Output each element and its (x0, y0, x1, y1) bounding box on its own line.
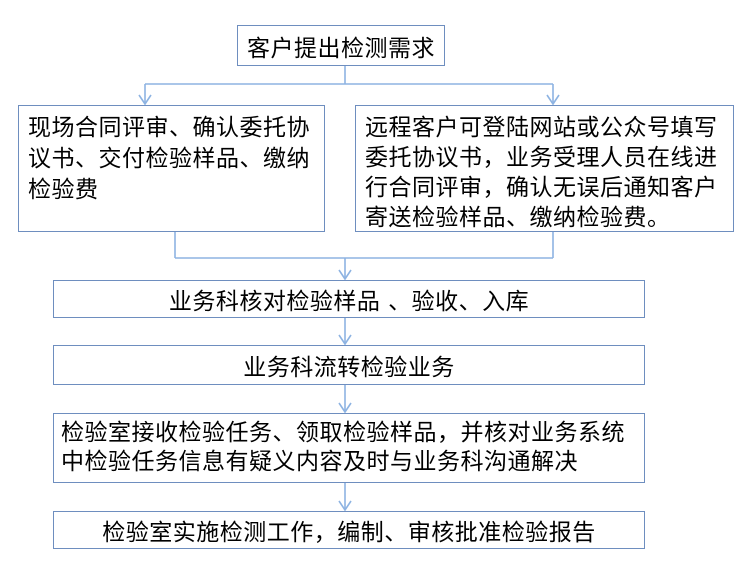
arrow-to-onsite (138, 84, 152, 106)
node-onsite-review-line: 现场合同评审、确认委托协 (28, 115, 310, 141)
node-lab-receive-task-line: 中检验任务信息有疑义内容及时与业务科沟通解决 (61, 449, 578, 475)
node-remote-review-line: 委托协议书，业务受理人员在线进 (365, 145, 718, 171)
arrow-to-verify (338, 258, 352, 281)
node-onsite-review-line: 检验费 (28, 177, 99, 203)
node-onsite-review: 现场合同评审、确认委托协 议书、交付检验样品、缴纳 检验费 (18, 105, 325, 232)
node-lab-testing-report-text: 检验室实施检测工作，编制、审核批准检验报告 (102, 520, 596, 546)
arrow-to-remote (546, 84, 560, 106)
arrow-verify-to-transfer (338, 318, 352, 346)
node-lab-receive-task: 检验室接收检验任务、领取检验样品，并核对业务系统 中检验任务信息有疑义内容及时与… (53, 413, 645, 483)
node-customer-request: 客户提出检测需求 (237, 25, 445, 66)
node-remote-review-line: 寄送检验样品、缴纳检验费。 (365, 205, 671, 231)
node-remote-review: 远程客户可登陆网站或公众号填写 委托协议书，业务受理人员在线进 行合同评审，确认… (355, 105, 734, 232)
node-lab-receive-task-line: 检验室接收检验任务、领取检验样品，并核对业务系统 (61, 420, 625, 446)
node-lab-testing-report: 检验室实施检测工作，编制、审核批准检验报告 (53, 511, 645, 549)
node-business-transfer-text: 业务科流转检验业务 (243, 355, 455, 381)
node-sample-verification-text: 业务科核对检验样品 、验收、入库 (168, 289, 530, 315)
arrow-transfer-to-lab-receive (338, 385, 352, 414)
node-customer-request-text: 客户提出检测需求 (247, 35, 435, 62)
arrow-lab-receive-to-lab-test (338, 483, 352, 512)
node-remote-review-line: 行合同评审，确认无误后通知客户 (365, 175, 718, 201)
node-onsite-review-line: 议书、交付检验样品、缴纳 (28, 146, 310, 172)
node-sample-verification: 业务科核对检验样品 、验收、入库 (53, 280, 645, 318)
node-business-transfer: 业务科流转检验业务 (53, 345, 645, 385)
node-remote-review-line: 远程客户可登陆网站或公众号填写 (365, 115, 718, 141)
